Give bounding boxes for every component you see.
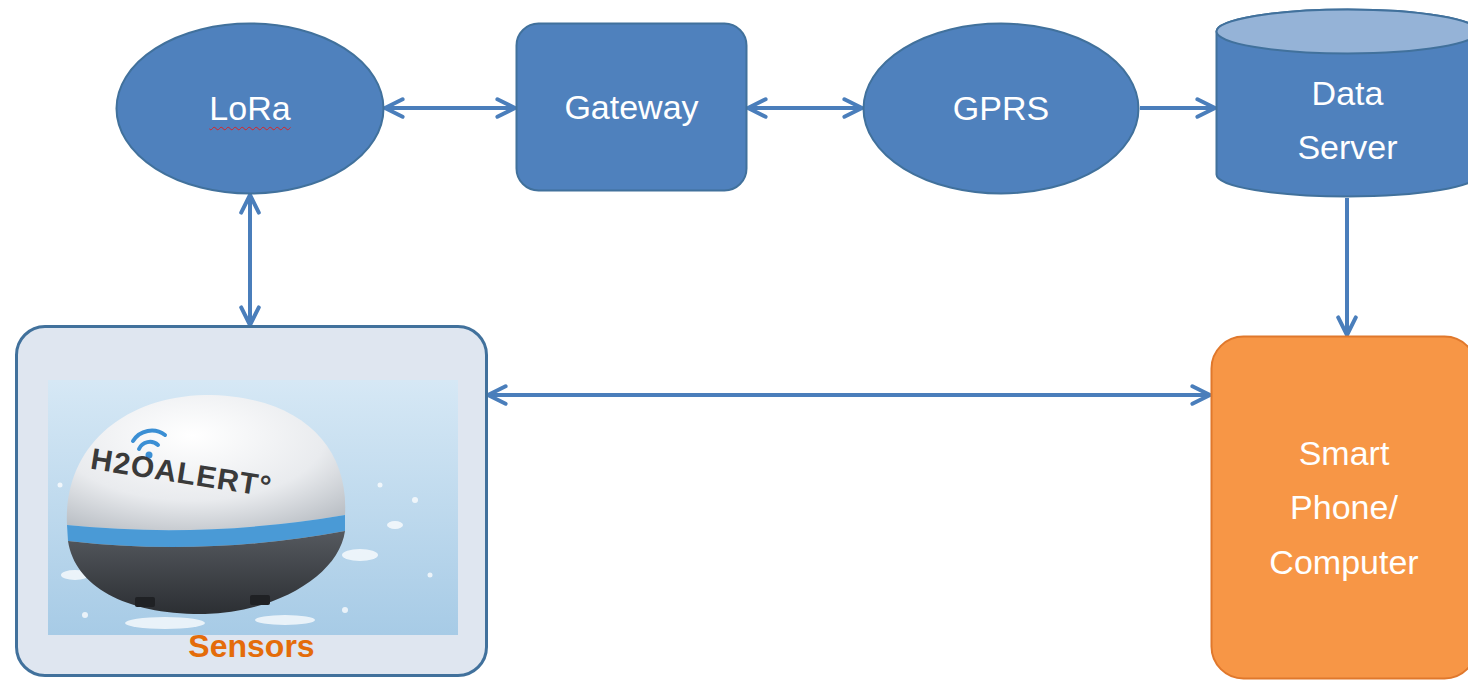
arrow-connector — [248, 195, 252, 325]
database-cylinder: Data Server — [1215, 8, 1468, 198]
panel-title: Sensors — [188, 626, 314, 668]
spell-underline: LoRa — [209, 89, 290, 127]
arrow-connector — [488, 393, 1210, 397]
node-label: Smart Phone/ Computer — [1257, 426, 1432, 589]
ellipse-node: GPRS — [862, 22, 1140, 195]
node-label: GPRS — [953, 81, 1049, 135]
arrow-connector — [1140, 106, 1215, 110]
process-box: Gateway — [515, 22, 748, 192]
node-label: LoRa — [209, 81, 290, 135]
node-label: Data Server — [1283, 66, 1413, 175]
ellipse-node: LoRa — [115, 22, 385, 195]
arrow-connector — [1345, 198, 1349, 335]
arrow-connector — [748, 106, 862, 110]
arrow-connector — [385, 106, 515, 110]
node-label: Gateway — [564, 80, 698, 134]
process-box: Smart Phone/ Computer — [1210, 335, 1468, 680]
sensor-panel: SensorsH2OALERT° — [15, 325, 488, 677]
